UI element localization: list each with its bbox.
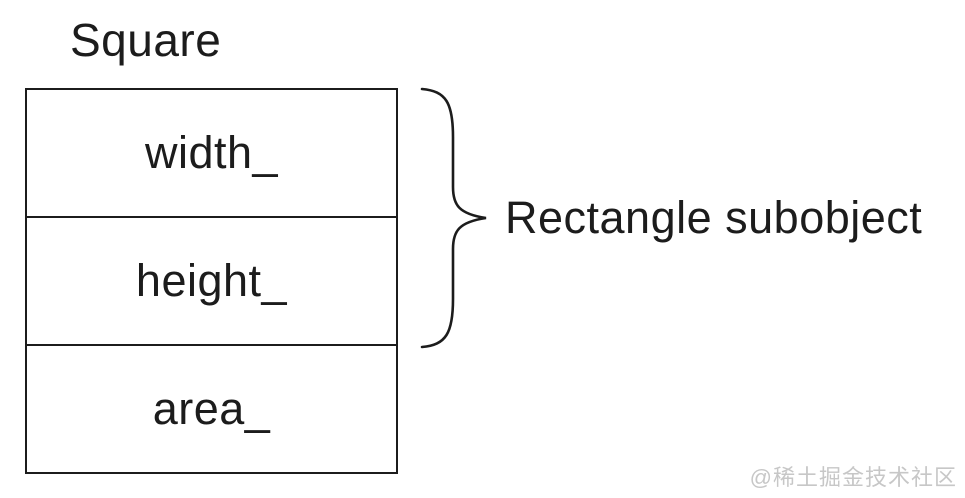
member-cell-width: width_ — [144, 127, 279, 178]
member-cell-height: height_ — [27, 216, 396, 344]
brace-annotation-label: Rectangle subobject — [505, 192, 923, 243]
watermark-text: @稀土掘金技术社区 — [749, 465, 957, 490]
diagram-title: Square — [70, 14, 222, 66]
square-object-box: width_ height_ area_ — [25, 88, 398, 474]
member-cell-area: area_ — [27, 344, 396, 472]
curly-brace-icon — [420, 87, 487, 349]
